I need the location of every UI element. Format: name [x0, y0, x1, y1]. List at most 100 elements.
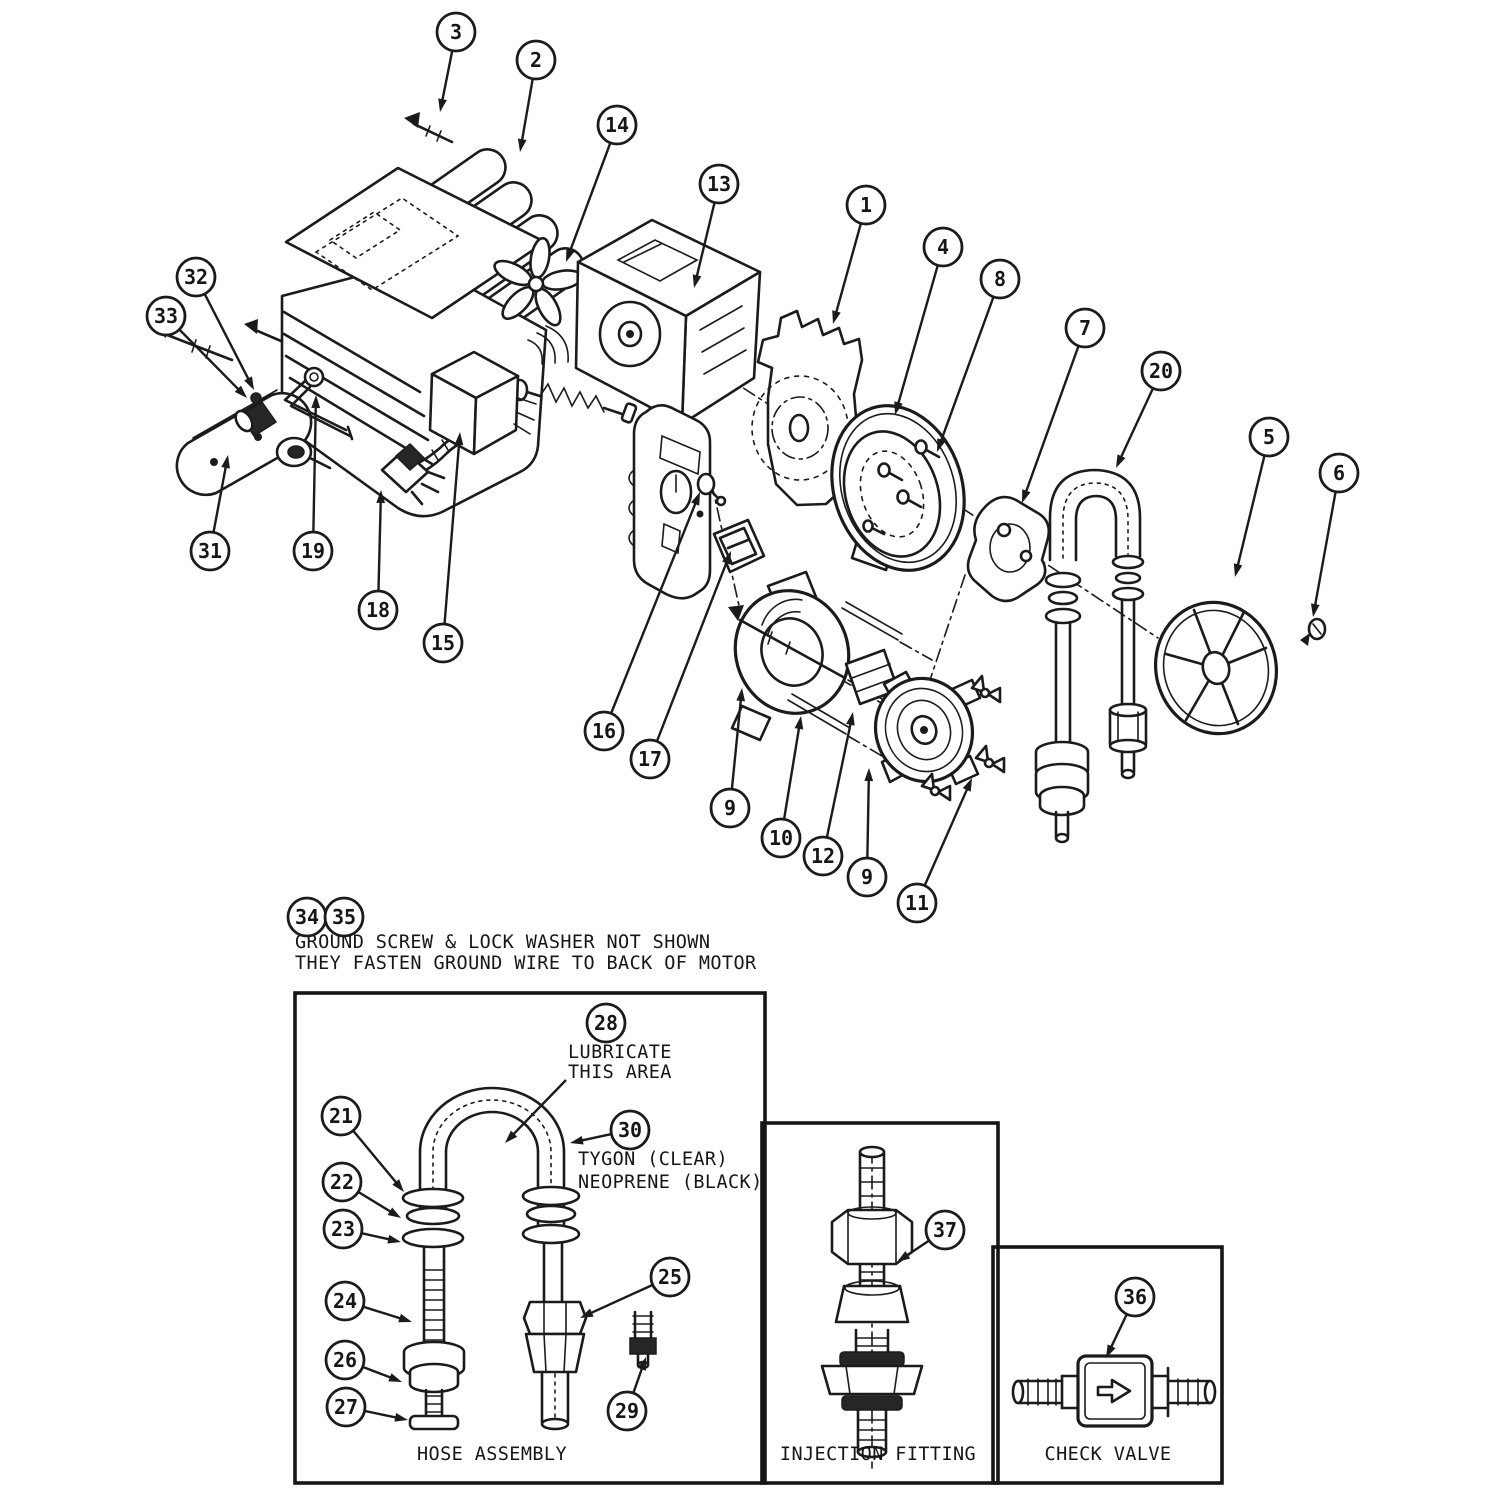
callout-circle	[922, 226, 964, 268]
callout-number: 5	[1263, 425, 1275, 449]
callout-circle	[292, 530, 334, 572]
hose-right-fittings	[521, 1185, 588, 1431]
callout-circle	[1064, 307, 1106, 349]
callout-1: 1	[832, 184, 887, 324]
callout-26: 26	[324, 1339, 402, 1382]
leader-line	[568, 142, 612, 253]
callout-circle	[357, 589, 399, 631]
pump-head-front-drawing	[728, 570, 903, 742]
capacitor-drawing	[428, 350, 537, 456]
leader-arrowhead	[388, 1373, 402, 1382]
callout-circle	[1140, 350, 1182, 392]
leader-arrowhead	[1106, 1344, 1116, 1358]
callout-number: 35	[332, 905, 356, 929]
callout-circle	[609, 1109, 651, 1151]
tube-assembly-drawing	[1034, 468, 1148, 844]
leader-line	[362, 1305, 402, 1320]
callout-3: 3	[435, 11, 477, 112]
callout-17: 17	[629, 551, 731, 780]
callout-number: 21	[329, 1104, 353, 1128]
wing-nuts	[920, 674, 1006, 802]
callout-number: 34	[295, 905, 319, 929]
leader-arrowhead	[1310, 603, 1320, 617]
leader-arrowhead	[517, 138, 527, 152]
lubricate-line1: LUBRICATE	[568, 1042, 672, 1063]
rotor-backplate-drawing	[830, 404, 966, 572]
ground-note-line2: THEY FASTEN GROUND WIRE TO BACK OF MOTOR	[295, 953, 757, 974]
callout-9: 9	[709, 688, 751, 829]
callout-circle	[698, 163, 740, 205]
motor-drawing	[574, 218, 762, 426]
callout-36: 36	[1106, 1276, 1156, 1358]
callout-number: 24	[333, 1289, 357, 1313]
leader-line	[520, 78, 534, 142]
clamp-drawing	[234, 392, 278, 438]
leader-arrowhead	[221, 455, 230, 469]
leader-line	[440, 50, 454, 102]
leader-line	[782, 726, 801, 820]
injection-fitting-drawing	[820, 1145, 924, 1469]
lubricate-line2: THIS AREA	[568, 1062, 672, 1083]
ground-note: GROUND SCREW & LOCK WASHER NOT SHOWN THE…	[295, 932, 757, 974]
callout-13: 13	[692, 163, 740, 288]
callout-number: 8	[994, 267, 1006, 291]
callout-circle	[585, 1002, 627, 1044]
cover-label-recess-inner	[328, 211, 402, 259]
callout-circle	[189, 530, 231, 572]
fan-drawing	[493, 236, 584, 327]
callout-15: 15	[422, 432, 464, 664]
leader-arrowhead	[962, 778, 972, 792]
leader-line	[203, 293, 251, 381]
leader-arrowhead	[691, 492, 700, 506]
hex-key-drawing	[283, 366, 354, 441]
cover-label-recess	[314, 197, 460, 291]
callout-number: 26	[333, 1348, 357, 1372]
leader-line	[866, 778, 870, 859]
leader-arrowhead	[392, 1179, 404, 1192]
callout-circle	[979, 258, 1021, 300]
callout-number: 3	[450, 20, 462, 44]
callout-circle	[583, 710, 625, 752]
callout-number: 18	[366, 598, 390, 622]
hose-assembly-box	[293, 991, 767, 1485]
callout-number: 29	[615, 1399, 639, 1423]
leader-line	[655, 560, 729, 742]
leader-arrowhead	[937, 438, 946, 452]
callout-33: 33	[145, 295, 247, 398]
hose-assembly-drawing	[401, 1086, 657, 1431]
callout-number: 13	[707, 172, 731, 196]
callout-number: 30	[618, 1118, 642, 1142]
leader-arrowhead	[505, 1130, 518, 1143]
callout-number: 4	[937, 235, 949, 259]
callout-35: 35	[323, 896, 365, 938]
callout-circle	[324, 1280, 366, 1322]
leader-arrowhead	[637, 1357, 646, 1371]
leader-line	[580, 1132, 612, 1142]
leader-arrowhead	[1233, 563, 1243, 577]
callout-number: 12	[811, 844, 835, 868]
leader-arrowhead	[864, 768, 874, 782]
leader-line	[1236, 455, 1266, 567]
callout-29: 29	[606, 1357, 648, 1432]
callout-24: 24	[324, 1280, 412, 1323]
callout-12: 12	[802, 712, 855, 877]
motor-cover-drawing	[280, 148, 585, 518]
callout-circle	[1248, 416, 1290, 458]
callout-number: 9	[861, 865, 873, 889]
leader-arrowhead	[454, 432, 464, 446]
leader-line	[632, 1366, 644, 1394]
leader-line	[834, 222, 863, 314]
callout-6: 6	[1310, 452, 1360, 617]
leader-arrowhead	[1022, 489, 1031, 503]
leader-arrowhead	[311, 395, 321, 409]
leader-arrowhead	[376, 490, 386, 504]
callout-circle	[435, 11, 477, 53]
callout-number: 22	[330, 1170, 354, 1194]
callout-circle	[629, 738, 671, 780]
callout-20: 20	[1116, 350, 1182, 468]
callout-2: 2	[515, 39, 557, 152]
callout-number: 11	[905, 891, 929, 915]
callout-number: 2	[530, 48, 542, 72]
